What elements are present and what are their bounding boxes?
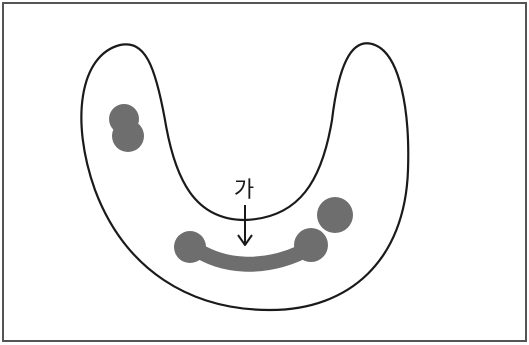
left-region bbox=[109, 104, 144, 152]
bottom-left-node bbox=[174, 231, 206, 263]
bottom-connecting-band bbox=[190, 245, 310, 264]
bottom-right-node bbox=[294, 228, 328, 262]
bottom-region bbox=[174, 197, 353, 264]
marker-label: 가 bbox=[234, 178, 254, 203]
down-arrow-icon bbox=[238, 205, 252, 245]
right-node bbox=[317, 197, 353, 233]
left-region-bottom bbox=[112, 120, 144, 152]
image-border bbox=[3, 3, 526, 341]
